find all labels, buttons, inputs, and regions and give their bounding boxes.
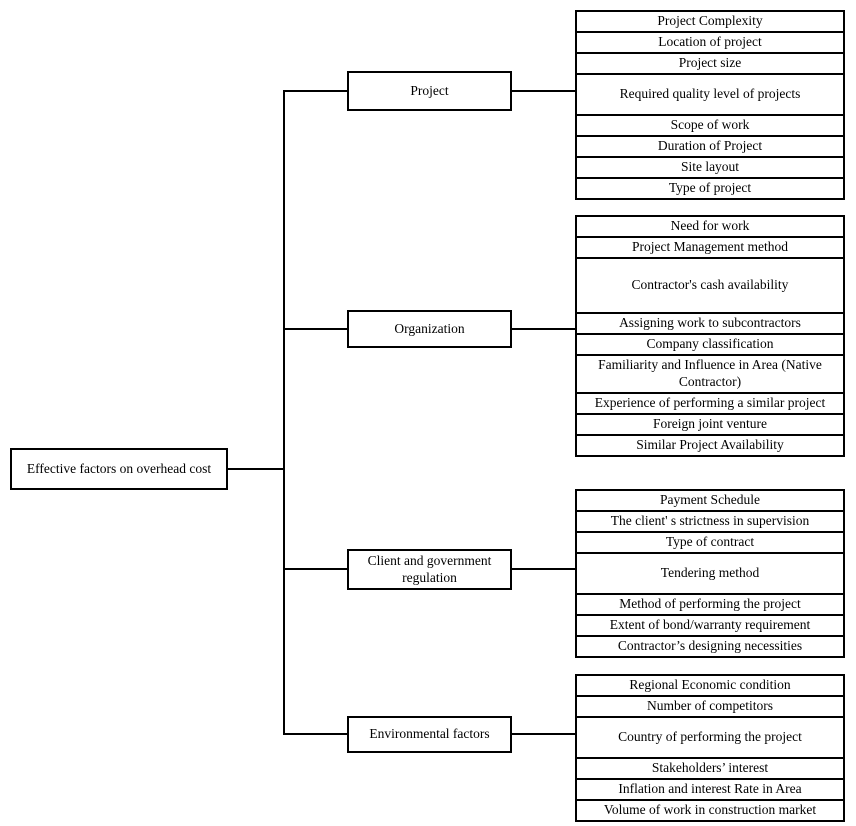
- factor-label: Similar Project Availability: [636, 436, 784, 452]
- factor-row: Contractor’s designing necessities: [577, 637, 843, 656]
- factor-row: Country of performing the project: [577, 718, 843, 759]
- factor-label: Payment Schedule: [659, 492, 761, 508]
- factor-row: Assigning work to subcontractors: [577, 314, 843, 335]
- factor-row: Similar Project Availability: [577, 436, 843, 455]
- factor-label: Extent of bond/warranty requirement: [609, 617, 811, 633]
- factor-group-client-and-government-regulation: Payment Schedule The client' s strictnes…: [575, 489, 845, 658]
- factor-label: Country of performing the project: [618, 729, 802, 745]
- factor-label: Tendering method: [660, 565, 760, 581]
- connector-trunk-to-organization: [283, 328, 347, 330]
- connector-environment-to-items: [510, 733, 577, 735]
- factor-row: Location of project: [577, 33, 843, 54]
- factor-row: Contractor's cash availability: [577, 259, 843, 314]
- factor-label: Foreign joint venture: [653, 415, 767, 431]
- factor-row: Stakeholders’ interest: [577, 759, 843, 780]
- connector-project-to-items: [510, 90, 577, 92]
- factor-label: Inflation and interest Rate in Area: [618, 781, 802, 797]
- factor-row: Scope of work: [577, 116, 843, 137]
- factor-row: Method of performing the project: [577, 595, 843, 616]
- category-box-project: Project: [347, 71, 512, 111]
- factor-row: Project Management method: [577, 238, 843, 259]
- factor-group-environmental-factors: Regional Economic condition Number of co…: [575, 674, 845, 822]
- factor-label: Scope of work: [670, 117, 750, 133]
- factor-row: Project Complexity: [577, 12, 843, 33]
- connector-trunk-vertical: [283, 90, 285, 735]
- factor-label: Method of performing the project: [619, 596, 801, 612]
- category-box-client-and-government-regulation: Client and government regulation: [347, 549, 512, 590]
- factor-row: Inflation and interest Rate in Area: [577, 780, 843, 801]
- connector-trunk-to-environment: [283, 733, 347, 735]
- factor-row: Extent of bond/warranty requirement: [577, 616, 843, 637]
- factor-label: Site layout: [680, 159, 740, 175]
- category-box-organization: Organization: [347, 310, 512, 348]
- factor-label: Project Management method: [632, 239, 788, 255]
- factor-label: Project Complexity: [657, 13, 763, 29]
- connector-client-to-items: [510, 568, 577, 570]
- connector-root-to-trunk: [226, 468, 285, 470]
- factor-row: Project size: [577, 54, 843, 75]
- factor-label: Stakeholders’ interest: [651, 760, 769, 776]
- factor-label: Location of project: [658, 34, 762, 50]
- factor-label: Experience of performing a similar proje…: [594, 394, 826, 410]
- factor-row: Required quality level of projects: [577, 75, 843, 116]
- root-box: Effective factors on overhead cost: [10, 448, 228, 490]
- factor-label: The client' s strictness in supervision: [610, 513, 810, 529]
- factor-row: The client' s strictness in supervision: [577, 512, 843, 533]
- category-label-organization: Organization: [394, 320, 465, 336]
- factor-label: Type of project: [668, 180, 752, 196]
- factor-row: Regional Economic condition: [577, 676, 843, 697]
- factor-label: Required quality level of projects: [619, 86, 801, 102]
- factor-row: Number of competitors: [577, 697, 843, 718]
- root-label: Effective factors on overhead cost: [26, 460, 212, 476]
- factor-row: Experience of performing a similar proje…: [577, 394, 843, 415]
- factor-row: Foreign joint venture: [577, 415, 843, 436]
- factor-label: Number of competitors: [647, 698, 773, 714]
- category-box-environmental-factors: Environmental factors: [347, 716, 512, 753]
- factor-row: Familiarity and Influence in Area (Nativ…: [577, 356, 843, 394]
- factor-row: Volume of work in construction market: [577, 801, 843, 820]
- factor-label: Contractor’s designing necessities: [617, 638, 803, 654]
- factor-label: Company classification: [646, 336, 774, 352]
- factor-label: Familiarity and Influence in Area (Nativ…: [598, 357, 822, 389]
- factor-row: Type of project: [577, 179, 843, 198]
- connector-organization-to-items: [510, 328, 577, 330]
- category-label-client-and-government-regulation: Client and government regulation: [367, 552, 492, 585]
- factor-row: Need for work: [577, 217, 843, 238]
- factor-row: Duration of Project: [577, 137, 843, 158]
- factor-label: Assigning work to subcontractors: [619, 315, 801, 331]
- factor-label: Need for work: [670, 218, 750, 234]
- factor-label: Type of contract: [665, 534, 755, 550]
- factor-group-project: Project Complexity Location of project P…: [575, 10, 845, 200]
- factor-row: Site layout: [577, 158, 843, 179]
- factor-row: Payment Schedule: [577, 491, 843, 512]
- factor-row: Tendering method: [577, 554, 843, 595]
- factor-label: Duration of Project: [657, 138, 763, 154]
- connector-trunk-to-client: [283, 568, 347, 570]
- category-label-project: Project: [410, 82, 449, 98]
- factor-label: Project size: [678, 55, 742, 71]
- category-label-environmental-factors: Environmental factors: [369, 726, 490, 742]
- factor-label: Regional Economic condition: [629, 677, 791, 693]
- factor-label: Contractor's cash availability: [631, 277, 789, 293]
- factor-row: Type of contract: [577, 533, 843, 554]
- factor-row: Company classification: [577, 335, 843, 356]
- factor-label: Volume of work in construction market: [603, 802, 817, 818]
- factor-group-organization: Need for work Project Management method …: [575, 215, 845, 457]
- connector-trunk-to-project: [283, 90, 347, 92]
